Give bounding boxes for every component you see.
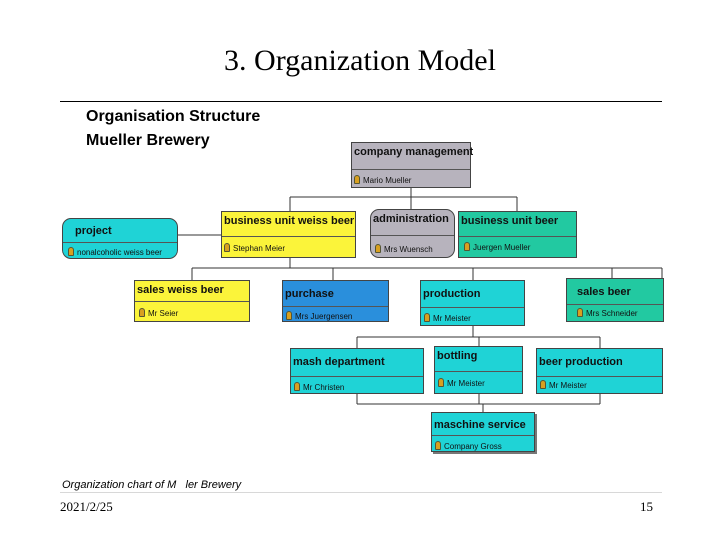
unit-divider: [435, 371, 522, 372]
unit-person-name: Company Gross: [444, 442, 502, 451]
unit-title: production: [423, 288, 481, 300]
unit-title: maschine service: [434, 419, 526, 431]
person-icon: [464, 242, 470, 251]
person-icon: [139, 308, 145, 317]
unit-person-name: Mr Meister: [433, 314, 471, 323]
unit-title: sales weiss beer: [137, 284, 224, 296]
unit-divider: [537, 376, 662, 377]
person-icon: [424, 313, 430, 322]
unit-title: bottling: [437, 350, 478, 362]
unit-person: Mr Meister: [424, 313, 471, 323]
unit-person: Mrs Juergensen: [286, 311, 352, 321]
unit-person: nonalcoholic weiss beer: [68, 247, 162, 257]
unit-project[interactable]: project nonalcoholic weiss beer: [62, 218, 178, 259]
unit-person-name: Juergen Mueller: [473, 243, 531, 252]
unit-person-name: nonalcoholic weiss beer: [77, 248, 162, 257]
chart-caption: Organization chart of M ler Brewery: [62, 479, 242, 491]
slide-date: 2021/2/25: [60, 499, 113, 514]
unit-divider: [283, 306, 388, 307]
unit-business-unit-beer[interactable]: business unit beer Juergen Mueller: [458, 211, 577, 258]
unit-title: mash department: [293, 356, 385, 368]
unit-divider: [222, 236, 355, 237]
unit-administration[interactable]: administration Mrs Wuensch: [370, 209, 455, 258]
unit-title: project: [75, 225, 112, 237]
unit-person-name: Mario Mueller: [363, 176, 412, 185]
unit-mash-department[interactable]: mash department Mr Christen: [290, 348, 424, 394]
unit-maschine-service[interactable]: maschine service Company Gross: [431, 412, 535, 452]
person-icon: [224, 243, 230, 252]
title-divider: [60, 101, 662, 102]
person-icon: [68, 247, 74, 256]
unit-person-name: Mr Meister: [549, 381, 587, 390]
unit-person: Mrs Schneider: [577, 308, 638, 318]
unit-person: Mr Meister: [540, 380, 587, 390]
unit-divider: [63, 242, 177, 243]
unit-person: Juergen Mueller: [464, 242, 530, 252]
unit-divider: [567, 304, 663, 305]
unit-divider: [291, 376, 423, 377]
unit-purchase[interactable]: purchase Mrs Juergensen: [282, 280, 389, 322]
unit-beer-production[interactable]: beer production Mr Meister: [536, 348, 663, 394]
unit-company-management[interactable]: company management Mario Mueller: [351, 142, 474, 188]
unit-person: Mrs Wuensch: [375, 244, 433, 254]
chart-heading-company: Mueller Brewery: [86, 132, 210, 149]
unit-sales-weiss-beer[interactable]: sales weiss beer Mr Seier: [134, 280, 250, 322]
unit-production[interactable]: production Mr Meister: [420, 280, 525, 326]
person-icon: [540, 380, 546, 389]
unit-sales-beer[interactable]: sales beer Mrs Schneider: [566, 278, 664, 322]
person-icon: [354, 175, 360, 184]
unit-title: sales beer: [577, 286, 631, 298]
footer-divider: [60, 492, 662, 493]
unit-title: beer production: [539, 356, 623, 368]
unit-person: Mr Seier: [139, 308, 178, 318]
unit-person-name: Mr Seier: [148, 309, 179, 318]
unit-person-name: Mrs Juergensen: [295, 312, 353, 321]
person-icon: [286, 311, 292, 320]
unit-person: Mr Christen: [294, 382, 344, 392]
unit-title: company management: [354, 146, 474, 158]
unit-person-name: Stephan Meier: [233, 244, 286, 253]
unit-bottling[interactable]: bottling Mr Meister: [434, 346, 523, 394]
person-icon: [577, 308, 583, 317]
unit-business-unit-weiss-beer[interactable]: business unit weiss beer Stephan Meier: [221, 211, 356, 258]
chart-heading-structure: Organisation Structure: [86, 108, 261, 125]
unit-person-name: Mr Christen: [303, 383, 345, 392]
unit-person: Mr Meister: [438, 378, 485, 388]
unit-title: purchase: [285, 288, 334, 300]
person-icon: [375, 244, 381, 253]
unit-divider: [352, 169, 470, 170]
person-icon: [294, 382, 300, 391]
unit-divider: [421, 307, 524, 308]
unit-person: Mario Mueller: [354, 175, 411, 185]
unit-title: business unit beer: [461, 215, 559, 227]
unit-person-name: Mrs Wuensch: [384, 245, 433, 254]
unit-person: Stephan Meier: [224, 243, 285, 253]
unit-divider: [135, 301, 249, 302]
unit-divider: [432, 435, 534, 436]
unit-divider: [371, 235, 454, 236]
unit-divider: [459, 236, 576, 237]
unit-person: Company Gross: [435, 441, 502, 451]
unit-title: business unit weiss beer: [224, 215, 355, 227]
unit-person-name: Mrs Schneider: [586, 309, 638, 318]
slide-title: 3. Organization Model: [224, 44, 496, 77]
unit-title: administration: [373, 213, 449, 225]
person-icon: [435, 441, 441, 450]
unit-person-name: Mr Meister: [447, 379, 485, 388]
person-icon: [438, 378, 444, 387]
page-number: 15: [640, 499, 653, 514]
